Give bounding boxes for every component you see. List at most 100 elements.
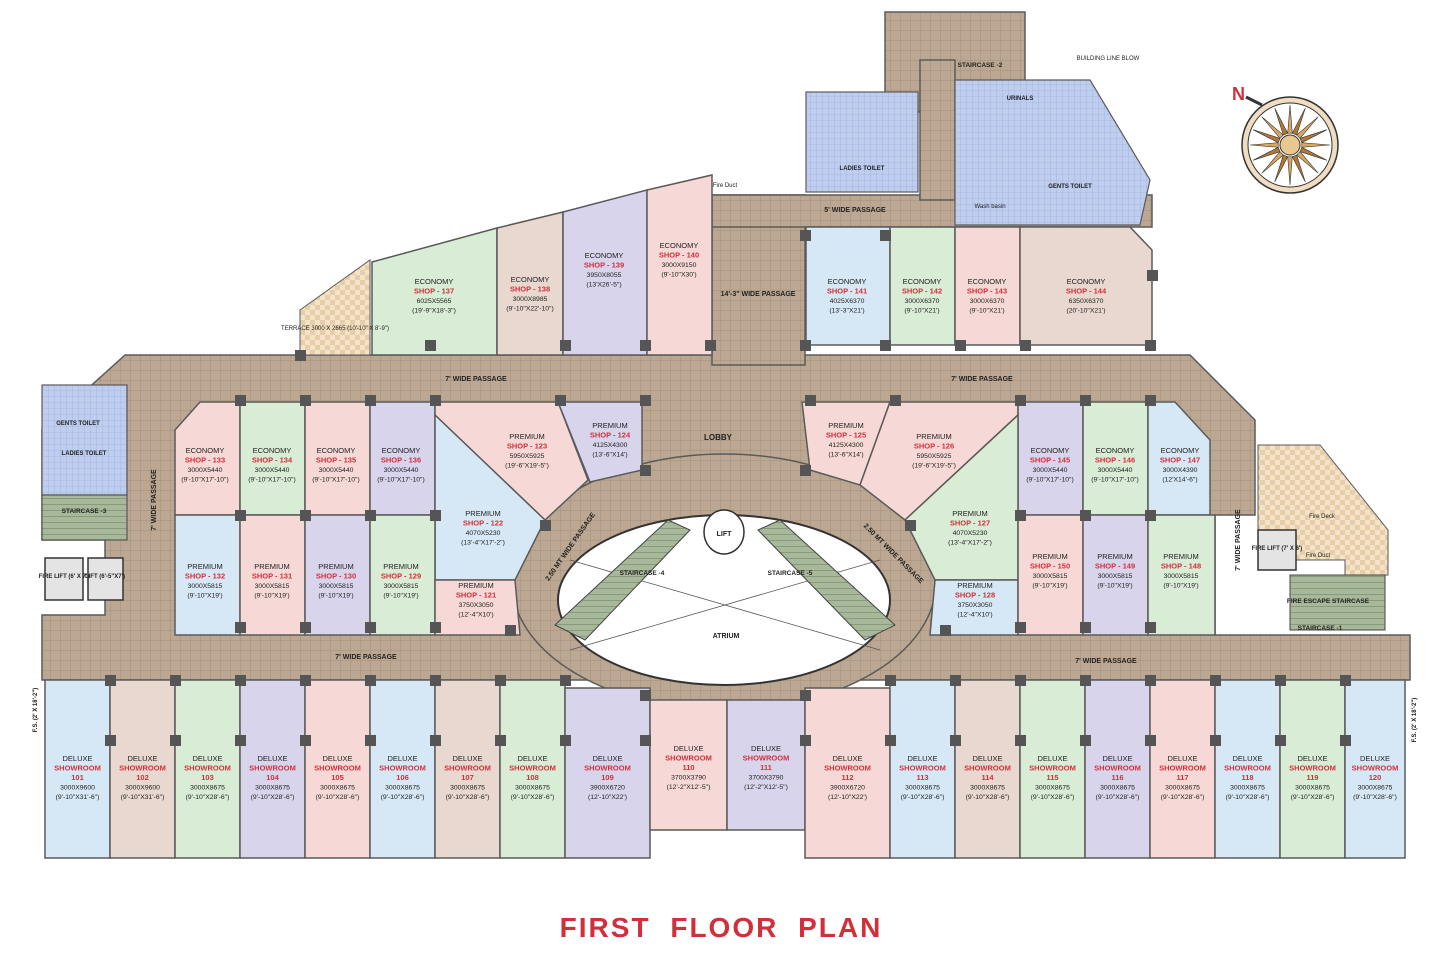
- unit-name: SHOWROOM: [249, 764, 296, 773]
- unit-imperial: (19'-6"X19'-5"): [505, 462, 549, 469]
- unit-name: SHOP - 134: [252, 455, 293, 464]
- unit-imperial: (19'-6"X19'-5"): [912, 462, 956, 469]
- unit-shape[interactable]: [1344, 679, 1406, 859]
- unit-name: SHOWROOM: [1029, 764, 1076, 773]
- unit-name: SHOWROOM: [1224, 764, 1271, 773]
- unit-r104[interactable]: DELUXESHOWROOM1043000X8675(9'-10"X28'-6"…: [239, 679, 306, 859]
- lift-label[interactable]: LIFT: [717, 531, 732, 538]
- unit-r110[interactable]: DELUXESHOWROOM1103700X3790(12'-2"X12'-5"…: [649, 699, 728, 831]
- column: [170, 675, 181, 686]
- plan-title: FIRST FLOOR PLAN: [559, 912, 883, 943]
- unit-r111[interactable]: DELUXESHOWROOM1113700X3790(12'-2"X12'-5"…: [726, 699, 806, 831]
- unit-shape[interactable]: [434, 579, 521, 636]
- unit-r105[interactable]: DELUXESHOWROOM1053000X8675(9'-10"X28'-6"…: [304, 679, 371, 859]
- unit-imperial: (13'-4"X17'-2"): [461, 539, 505, 546]
- unit-name: SHOP - 144: [1066, 286, 1107, 295]
- column: [1015, 395, 1026, 406]
- unit-r117[interactable]: DELUXESHOWROOM1173000X8675(9'-10"X28'-6"…: [1149, 679, 1216, 859]
- column: [640, 690, 651, 701]
- unit-r113[interactable]: DELUXESHOWROOM1133000X8675(9'-10"X28'-6"…: [889, 679, 956, 859]
- column: [170, 735, 181, 746]
- unit-dimensions: 3000X8675: [385, 785, 420, 792]
- unit-r102[interactable]: DELUXESHOWROOM1023000X9600(9'-10"X31'-6"…: [109, 679, 176, 859]
- lobby-label: LOBBY: [704, 433, 733, 442]
- unit-r101[interactable]: DELUXESHOWROOM1013000X9600(9'-10"X31'-6"…: [44, 679, 111, 859]
- unit-type: DELUXE: [452, 754, 482, 763]
- unit-shape[interactable]: [434, 401, 589, 522]
- unit-type: ECONOMY: [1067, 277, 1106, 286]
- unit-r120[interactable]: DELUXESHOWROOM1203000X8675(9'-10"X28'-6"…: [1344, 679, 1406, 859]
- unit-type: ECONOMY: [186, 446, 225, 455]
- unit-number: 102: [136, 773, 149, 782]
- column: [505, 625, 516, 636]
- column: [105, 735, 116, 746]
- toilet-blocks: [41, 79, 1151, 496]
- lift-left: [87, 557, 124, 601]
- unit-name: SHOP - 125: [826, 430, 866, 439]
- unit-imperial: (9'-10"X28'-6"): [381, 794, 425, 801]
- column: [235, 510, 246, 521]
- unit-r119[interactable]: DELUXESHOWROOM1193000X8675(9'-10"X28'-6"…: [1279, 679, 1346, 859]
- unit-dimensions: 3700X3790: [671, 775, 706, 782]
- unit-r106[interactable]: DELUXESHOWROOM1063000X8675(9'-10"X28'-6"…: [369, 679, 436, 859]
- ladies-toilet-left-label: LADIES TOILET: [62, 451, 107, 457]
- staircase-2-label: STAIRCASE -2: [958, 62, 1003, 69]
- column: [1020, 340, 1031, 351]
- unit-number: 120: [1369, 773, 1382, 782]
- unit-dimensions: 3000X6370: [970, 298, 1005, 305]
- column: [1145, 395, 1156, 406]
- unit-r108[interactable]: DELUXESHOWROOM1083000X8675(9'-10"X28'-6"…: [499, 679, 566, 859]
- unit-imperial: (9'-10"X17'-10"): [1091, 476, 1138, 483]
- unit-shape[interactable]: [1019, 226, 1153, 346]
- compass-ray: [1296, 116, 1319, 139]
- unit-r115[interactable]: DELUXESHOWROOM1153000X8675(9'-10"X28'-6"…: [1019, 679, 1086, 859]
- column: [1080, 622, 1091, 633]
- unit-dimensions: 3950X8055: [587, 272, 622, 279]
- unit-r114[interactable]: DELUXESHOWROOM1143000X8675(9'-10"X28'-6"…: [954, 679, 1021, 859]
- ladies-toilet-top-label: LADIES TOILET: [840, 166, 885, 172]
- fire-deck-label: Fire Deck: [1309, 514, 1336, 520]
- fire-lift-left: [44, 557, 84, 601]
- fire-lift-left-label: FIRE LIFT (6' X 7'): [39, 574, 90, 580]
- unit-r118[interactable]: DELUXESHOWROOM1183000X8675(9'-10"X28'-6"…: [1214, 679, 1281, 859]
- unit-dimensions: 3000X5440: [384, 467, 419, 474]
- compass-ray: [1291, 107, 1306, 136]
- unit-shape[interactable]: [564, 687, 651, 859]
- column: [950, 735, 961, 746]
- column: [300, 675, 311, 686]
- unit-type: PREMIUM: [1032, 552, 1067, 561]
- unit-shape[interactable]: [1147, 514, 1216, 636]
- unit-r116[interactable]: DELUXESHOWROOM1163000X8675(9'-10"X28'-6"…: [1084, 679, 1151, 859]
- unit-shape[interactable]: [1147, 401, 1211, 516]
- unit-r107[interactable]: DELUXESHOWROOM1073000X8675(9'-10"X28'-6"…: [434, 679, 501, 859]
- unit-shape[interactable]: [646, 174, 713, 356]
- unit-type: DELUXE: [592, 754, 622, 763]
- unit-r103[interactable]: DELUXESHOWROOM1033000X8675(9'-10"X28'-6"…: [174, 679, 241, 859]
